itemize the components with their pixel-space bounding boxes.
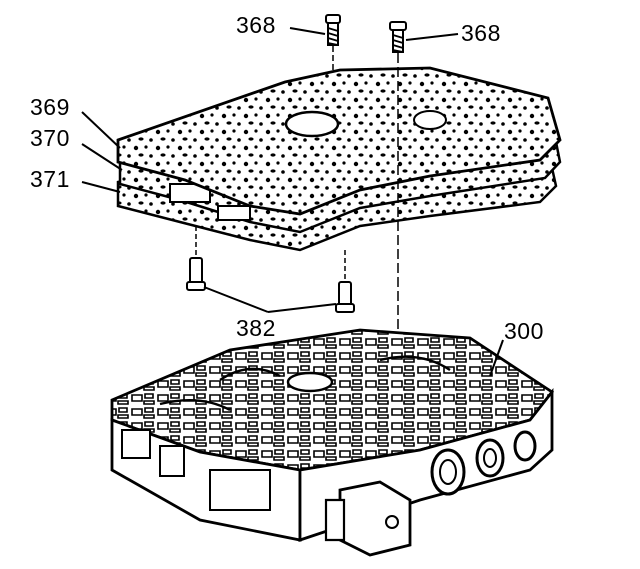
callout-368-right: 368 bbox=[461, 20, 501, 46]
callout-370: 370 bbox=[30, 125, 70, 151]
callout-382: 382 bbox=[236, 315, 276, 341]
callout-300: 300 bbox=[504, 318, 544, 344]
callout-368-left: 368 bbox=[236, 12, 276, 38]
screen-382-right bbox=[335, 250, 355, 313]
screen-382-left bbox=[186, 226, 206, 291]
bolt-368-left bbox=[325, 14, 341, 72]
callout-369: 369 bbox=[30, 94, 70, 120]
callout-371: 371 bbox=[30, 166, 70, 192]
leader-lines bbox=[81, 27, 504, 377]
gasket-upper bbox=[116, 66, 562, 216]
valve-body bbox=[110, 328, 555, 557]
bolt-368-right bbox=[389, 21, 407, 470]
